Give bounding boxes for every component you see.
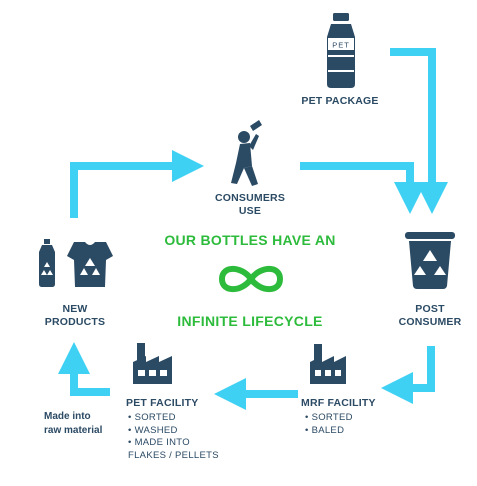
- arrow-pet-facility-to-new-products: [58, 342, 110, 396]
- headline-line-1: OUR BOTTLES HAVE AN: [164, 232, 336, 248]
- new-products-line-1: NEW: [62, 303, 88, 315]
- arrow-new-products-to-consumers: [70, 150, 204, 218]
- consumers-use-label: CONSUMERS USE: [190, 192, 310, 218]
- mrf-step: SORTED: [305, 412, 353, 425]
- consumers-use-line-1: CONSUMERS: [214, 192, 286, 204]
- raw-material-note: Made into raw material: [44, 410, 102, 438]
- person-drinking-icon: [231, 120, 262, 186]
- pet-facility-label: PET FACILITY: [126, 397, 199, 409]
- shirt-icon: [67, 242, 113, 287]
- recycle-bin-icon: [405, 232, 455, 289]
- consumers-use-line-2: USE: [238, 205, 262, 217]
- pet-bottle-icon: PET: [327, 13, 355, 88]
- arrow-post-consumer-to-mrf: [381, 346, 435, 404]
- mrf-factory-icon: [310, 344, 346, 384]
- pet-facility-step-text: FLAKES / PELLETS: [128, 449, 219, 461]
- pet-facility-step: WASHED: [128, 425, 219, 438]
- pet-facility-steps: SORTED WASHED MADE INTO FLAKES / PELLETS: [128, 412, 219, 462]
- arrow-consumers-to-post-consumer: [300, 162, 426, 214]
- mrf-step: BALED: [305, 425, 353, 438]
- pet-facility-step-continued: FLAKES / PELLETS: [128, 450, 219, 463]
- raw-material-line-2: raw material: [44, 425, 103, 436]
- arrow-package-to-post-consumer: [390, 48, 448, 214]
- mrf-facility-label: MRF FACILITY: [301, 397, 376, 409]
- infinity-icon: [218, 265, 284, 293]
- post-consumer-line-2: CONSUMER: [398, 316, 462, 328]
- raw-material-line-1: Made into: [44, 411, 91, 422]
- pet-facility-factory-icon: [133, 343, 172, 384]
- new-products-line-2: PRODUCTS: [44, 316, 106, 328]
- mrf-facility-steps: SORTED BALED: [305, 412, 353, 437]
- svg-text:PET: PET: [332, 41, 350, 50]
- post-consumer-line-1: POST: [415, 303, 445, 315]
- new-products-bottle-icon: [39, 239, 55, 287]
- new-products-label: NEW PRODUCTS: [25, 303, 125, 329]
- pet-facility-step: MADE INTO: [128, 437, 219, 450]
- headline-line-2: INFINITE LIFECYCLE: [177, 313, 323, 329]
- pet-package-label: PET PACKAGE: [301, 95, 379, 107]
- post-consumer-label: POST CONSUMER: [380, 303, 477, 329]
- pet-facility-step: SORTED: [128, 412, 219, 425]
